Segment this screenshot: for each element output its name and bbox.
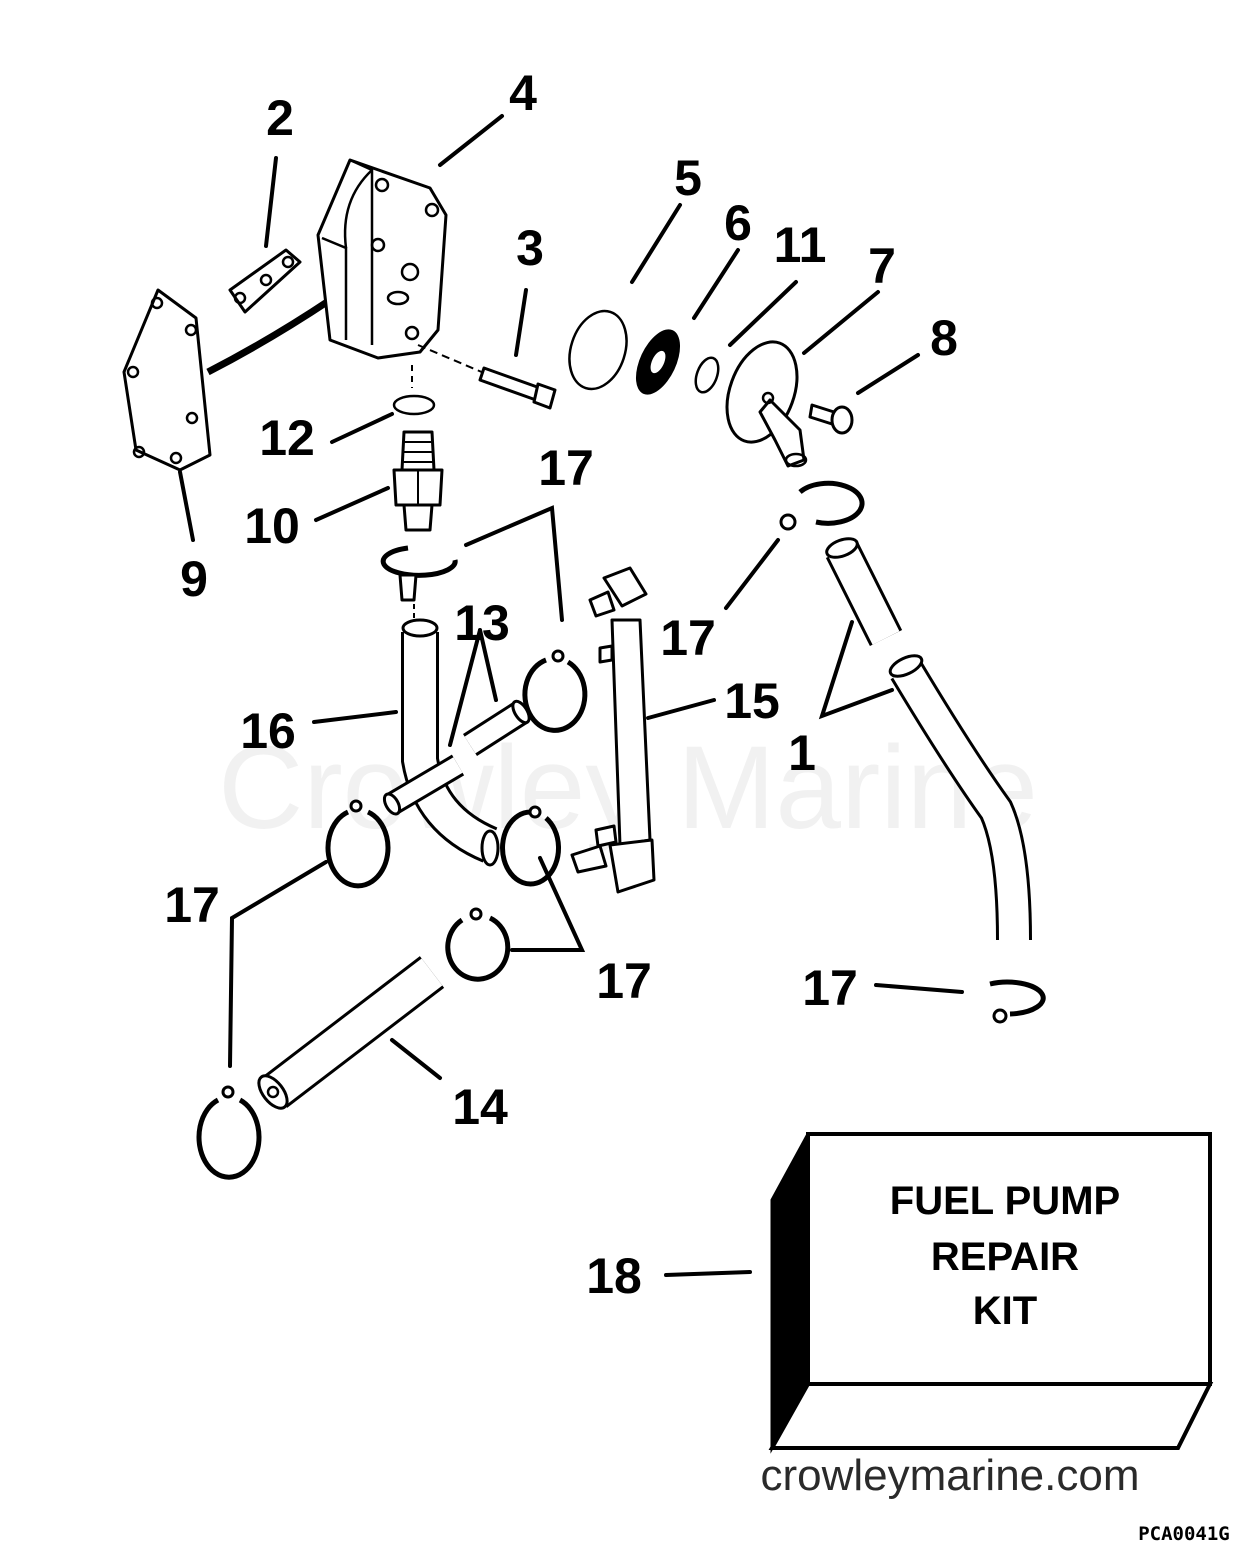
part-13-hose-pieces — [382, 699, 531, 816]
callout-17-center: 17 — [596, 953, 652, 1009]
callout-18: 18 — [586, 1248, 642, 1304]
callout-9: 9 — [180, 551, 208, 607]
callout-17-bottom-right: 17 — [802, 960, 858, 1016]
kit-label-line1: FUEL PUMP — [890, 1179, 1120, 1223]
callout-6: 6 — [724, 195, 752, 251]
part-9-gasket — [122, 288, 332, 472]
part-1-hoses — [825, 537, 1032, 941]
part-14-long-hose — [257, 956, 445, 1110]
part-16-bent-hose — [401, 618, 500, 867]
part-8-screw — [808, 403, 854, 435]
part-15-tube-assembly — [570, 566, 656, 894]
callout-17-top: 17 — [538, 440, 594, 496]
callout-13: 13 — [454, 595, 510, 651]
leader-lines — [178, 114, 964, 1277]
callout-2: 2 — [266, 90, 294, 146]
part-17-clip-top-center — [380, 545, 458, 620]
part-17-clip-bottom-left — [196, 1085, 262, 1180]
part-17-clip-top-right — [779, 480, 865, 531]
part-7-cover — [725, 340, 808, 468]
part-17-clip-lower — [445, 907, 511, 982]
callout-8: 8 — [930, 310, 958, 366]
callout-1: 1 — [788, 725, 816, 781]
callout-4: 4 — [509, 65, 537, 121]
part-2-plate — [228, 248, 302, 314]
part-3-screw — [417, 344, 557, 410]
part-10-fitting — [392, 430, 444, 532]
part-18-repair-kit-box: FUEL PUMP REPAIR KIT — [768, 1132, 1214, 1454]
callout-labels: 2 4 3 5 6 11 7 8 12 10 9 17 13 17 15 1 1… — [164, 65, 958, 1304]
kit-label-line3: KIT — [973, 1289, 1037, 1333]
callout-12: 12 — [259, 410, 315, 466]
callout-17-right: 17 — [660, 610, 716, 666]
callout-7: 7 — [868, 238, 896, 294]
part-4-pump-body — [316, 158, 448, 360]
part-6-valve-disc — [635, 329, 681, 395]
callout-10: 10 — [244, 498, 300, 554]
part-5-o-ring — [568, 309, 628, 391]
callout-5: 5 — [674, 150, 702, 206]
part-17-clip-left — [325, 799, 391, 889]
part-17-clip-center — [500, 805, 562, 887]
part-11-small-o-ring — [694, 356, 720, 394]
callout-15: 15 — [724, 673, 780, 729]
callout-16: 16 — [240, 703, 296, 759]
part-12-o-ring — [392, 365, 436, 416]
kit-label-line2: REPAIR — [931, 1235, 1079, 1279]
callout-17-left: 17 — [164, 877, 220, 933]
drawing-code: PCA0041G — [1138, 1523, 1230, 1545]
callout-3: 3 — [516, 220, 544, 276]
part-17-clip-mid — [522, 649, 588, 733]
website-text: crowleymarine.com — [761, 1451, 1140, 1500]
callout-11: 11 — [774, 217, 827, 273]
callout-14: 14 — [452, 1079, 508, 1135]
part-17-clip-bottom-right — [989, 979, 1046, 1024]
